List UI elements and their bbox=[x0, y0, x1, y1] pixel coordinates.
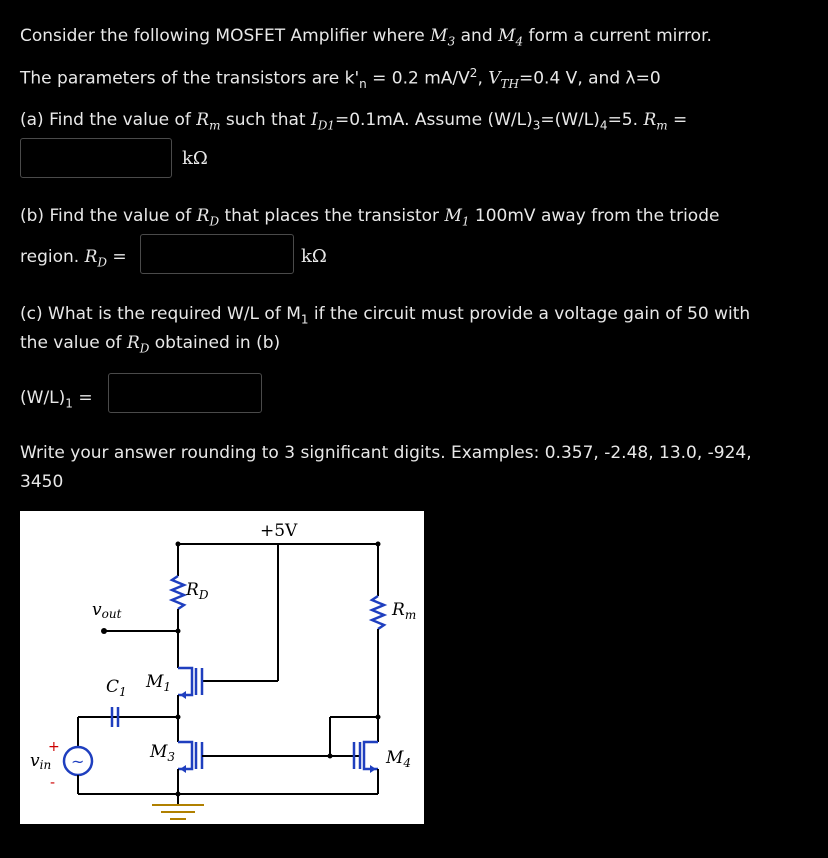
rd-label: RD bbox=[185, 580, 209, 602]
resistor-rd bbox=[168, 574, 188, 611]
answer-a-input[interactable] bbox=[20, 138, 172, 178]
m3-arrow bbox=[180, 765, 186, 773]
m3-label: M3 bbox=[149, 742, 175, 764]
part-b-text: (b) Find the value of RD that places the… bbox=[20, 206, 720, 229]
vin-plus: + bbox=[48, 739, 60, 755]
part-c-line1: (c) What is the required W/L of M1 if th… bbox=[20, 304, 751, 327]
unit-a-label: kΩ bbox=[182, 148, 208, 169]
circuit-diagram: +5V RD vout M1 C1 ~ + - vin M3 Rm M4 bbox=[20, 511, 424, 824]
m4-arrow bbox=[370, 765, 376, 773]
vin-minus: - bbox=[50, 775, 55, 791]
instructions-line2: 3450 bbox=[20, 472, 64, 492]
rm-label: Rm bbox=[391, 600, 416, 622]
part-c-line2: the value of RD obtained in (b) bbox=[20, 333, 281, 356]
part-a-text: (a) Find the value of Rm such that ID1=0… bbox=[20, 110, 688, 133]
answer-c-input[interactable] bbox=[108, 373, 262, 413]
m1-label: M1 bbox=[145, 672, 171, 694]
m4-label: M4 bbox=[385, 748, 411, 770]
vin-label: vin bbox=[30, 751, 51, 772]
vout-label: vout bbox=[92, 600, 122, 621]
c1-label: C1 bbox=[106, 677, 127, 699]
resistor-rm bbox=[368, 594, 388, 631]
instructions-line1: Write your answer rounding to 3 signific… bbox=[20, 443, 752, 463]
answer-b-input[interactable] bbox=[140, 234, 294, 274]
question-intro: Consider the following MOSFET Amplifier … bbox=[20, 26, 712, 49]
supply-label: +5V bbox=[260, 521, 298, 541]
vout-terminal bbox=[101, 628, 107, 634]
vin-source-symbol: ~ bbox=[71, 752, 84, 771]
parameters-text: The parameters of the transistors are k'… bbox=[20, 66, 661, 92]
circuit-background bbox=[20, 511, 424, 824]
part-b-line2: region. RD = bbox=[20, 247, 127, 270]
part-c-wl-label: (W/L)1 = bbox=[20, 388, 93, 411]
unit-b-label: kΩ bbox=[301, 246, 327, 267]
m1-arrow bbox=[180, 691, 186, 699]
